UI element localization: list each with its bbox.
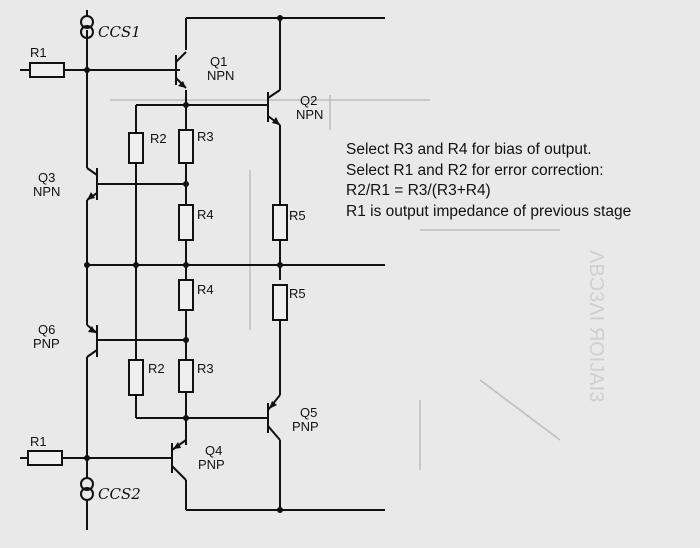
label-r3-bottom: R3: [197, 361, 214, 376]
resistor-r5-top: [272, 204, 288, 241]
transistor-q2: [265, 89, 281, 126]
resistor-r4-bottom: [178, 279, 194, 311]
transistors: [86, 51, 281, 481]
resistors: [27, 62, 288, 466]
label-r2-top: R2: [150, 131, 167, 146]
label-q1-type: NPN: [207, 68, 234, 83]
label-q3-type: NPN: [33, 184, 60, 199]
label-r5-bottom: R5: [289, 286, 306, 301]
label-r4-top: R4: [197, 207, 214, 222]
resistor-r4-top: [178, 204, 194, 241]
resistor-r2-bottom: [128, 359, 144, 396]
label-q2-type: NPN: [296, 107, 323, 122]
wiring: [20, 10, 385, 530]
resistor-r5-bottom: [272, 284, 288, 321]
resistor-r3-top: [178, 129, 194, 164]
label-r5-top: R5: [289, 208, 306, 223]
transistor-q6: [86, 324, 100, 358]
label-q5-type: PNP: [292, 419, 319, 434]
label-r1-top: R1: [30, 45, 47, 60]
label-q4: Q4: [205, 443, 222, 458]
label-q6: Q6: [38, 322, 55, 337]
ccs1-symbol: [80, 15, 94, 39]
note-line-1: Select R3 and R4 for bias of output.: [346, 141, 592, 158]
label-q3: Q3: [38, 170, 55, 185]
label-q5: Q5: [300, 405, 317, 420]
resistor-r1-top: [29, 62, 65, 78]
background-bleed: ΛBƆ3ΛI ЯOIJAI3: [110, 95, 607, 470]
transistor-q5: [265, 394, 281, 441]
label-q6-type: PNP: [33, 336, 60, 351]
label-q4-type: PNP: [198, 457, 225, 472]
resistor-r1-bottom: [27, 450, 63, 466]
label-r1-bottom: R1: [30, 434, 47, 449]
design-notes: Select R3 and R4 for bias of output. Sel…: [346, 140, 696, 222]
note-line-2: Select R1 and R2 for error correction:: [346, 161, 604, 179]
label-ccs1: CCS1: [98, 23, 141, 41]
resistor-r2-top: [128, 132, 144, 164]
label-q2: Q2: [300, 93, 317, 108]
resistor-r3-bottom: [178, 359, 194, 393]
transistor-q4: [170, 439, 187, 481]
label-ccs2: CCS2: [98, 485, 141, 503]
label-r3-top: R3: [197, 129, 214, 144]
ccs2-symbol: [80, 477, 94, 501]
transistor-q3: [86, 167, 100, 201]
current-sources: [80, 15, 94, 501]
component-labels: R1 R1 CCS1 CCS2 Q1 NPN Q2 NPN Q3 NPN Q6 …: [30, 23, 323, 503]
label-q1: Q1: [210, 54, 227, 69]
label-r2-bottom: R2: [148, 361, 165, 376]
label-r4-bottom: R4: [197, 282, 214, 297]
note-line-3: R2/R1 = R3/(R3+R4): [346, 182, 491, 199]
svg-text:ΛBƆ3ΛI ЯOIJAI3: ΛBƆ3ΛI ЯOIJAI3: [585, 250, 607, 402]
note-line-4: R1 is output impedance of previous stage: [346, 202, 632, 220]
transistor-q1: [175, 51, 187, 89]
junction-dots: [84, 15, 283, 513]
